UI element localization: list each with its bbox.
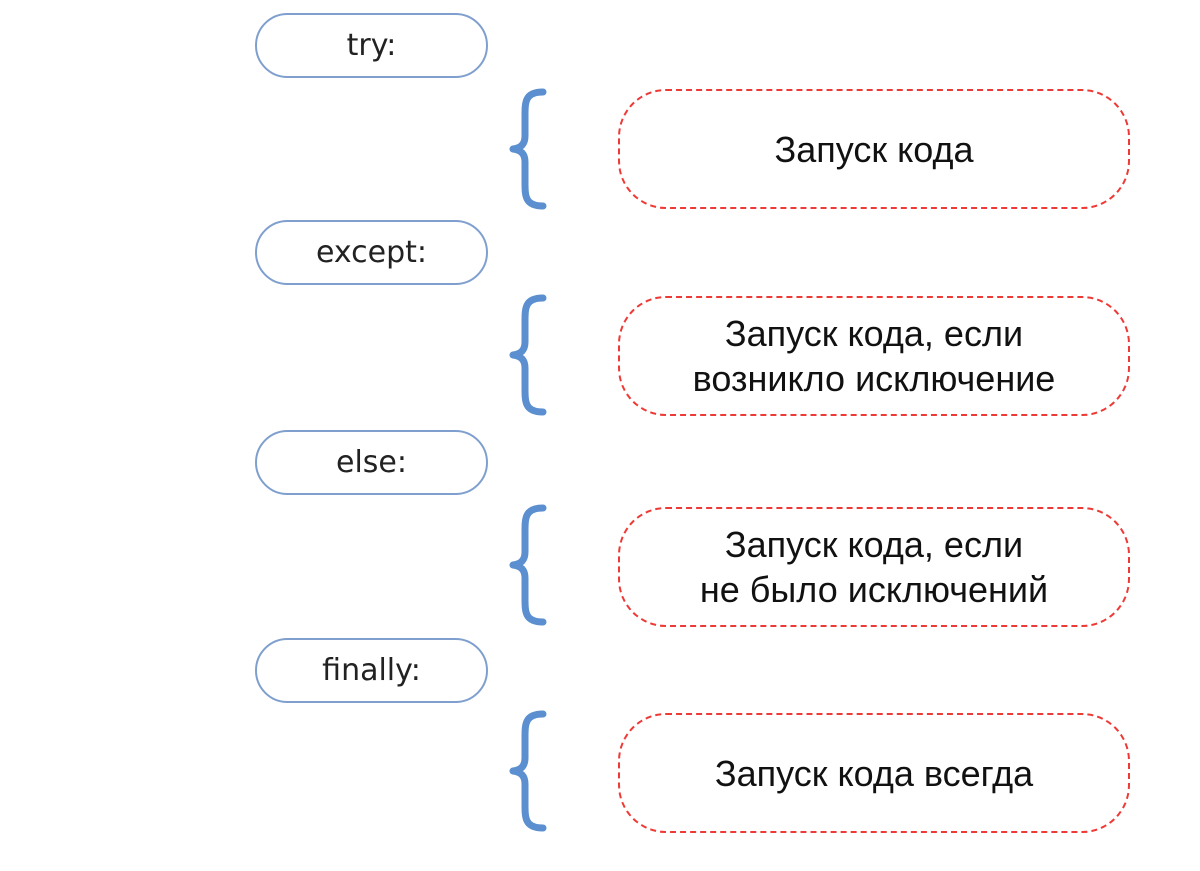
action-text-line: не было исключений	[699, 569, 1049, 610]
curly-brace-icon	[509, 504, 547, 626]
keyword-finally: finally:	[255, 638, 488, 703]
keyword-else: else:	[255, 430, 488, 495]
curly-brace-icon	[509, 88, 547, 210]
action-box-try: Запуск кода	[618, 89, 1130, 209]
keyword-try: try:	[255, 13, 488, 78]
keyword-except: except:	[255, 220, 488, 285]
action-box-else: Запуск кода, если не было исключений	[618, 507, 1130, 627]
action-text-line: Запуск кода, если	[724, 524, 1024, 565]
curly-brace-icon	[509, 710, 547, 832]
action-text-line: возникло исключение	[692, 358, 1056, 399]
curly-brace-icon	[509, 294, 547, 416]
action-box-except: Запуск кода, если возникло исключение	[618, 296, 1130, 416]
action-text-line: Запуск кода всегда	[714, 752, 1034, 794]
action-text-line: Запуск кода	[774, 128, 974, 170]
action-text-line: Запуск кода, если	[724, 313, 1024, 354]
action-box-finally: Запуск кода всегда	[618, 713, 1130, 833]
